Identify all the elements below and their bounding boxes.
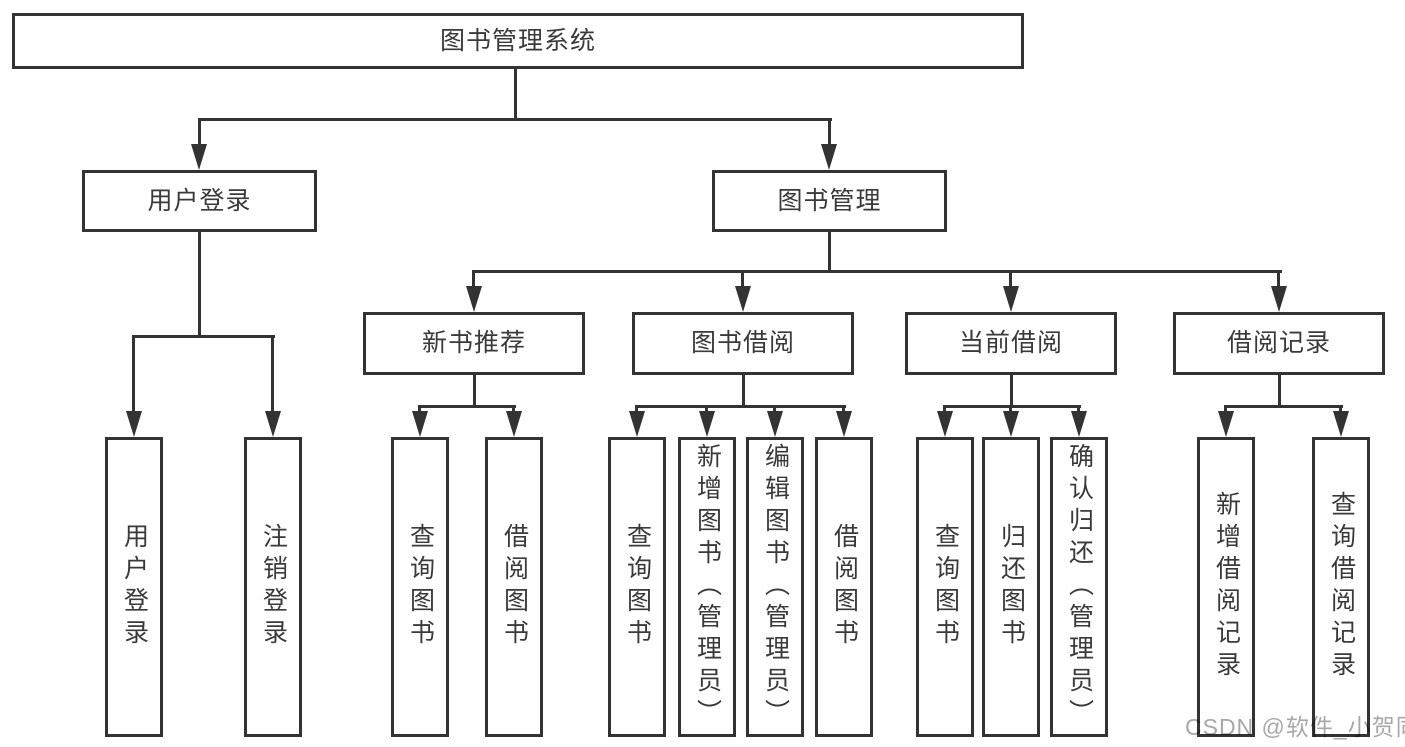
node-cb-confirm-return-admin: 确认归还（管理员） xyxy=(1050,437,1108,737)
arrowhead-down xyxy=(265,411,281,437)
node-br-add-record-label: 新增借阅记录 xyxy=(1212,491,1241,683)
node-logout: 注销登录 xyxy=(244,437,302,737)
connector-line xyxy=(514,69,517,118)
node-book-borrowing: 图书借阅 xyxy=(632,312,854,375)
node-user-login-leaf: 用户登录 xyxy=(105,437,163,737)
connector-line xyxy=(635,405,846,408)
connector-line xyxy=(473,375,476,408)
node-new-book-recommend-label: 新书推荐 xyxy=(421,329,526,357)
node-nb-borrow-books-label: 借阅图书 xyxy=(500,523,529,651)
node-book-borrowing-label: 图书借阅 xyxy=(690,329,795,357)
connector-line xyxy=(418,405,516,408)
arrowhead-down xyxy=(937,411,953,437)
node-bb-edit-books-admin-label: 编辑图书（管理员） xyxy=(761,443,790,731)
connector-line xyxy=(198,232,201,337)
node-logout-label: 注销登录 xyxy=(259,523,288,651)
connector-line xyxy=(1077,405,1080,414)
connector-line xyxy=(132,335,135,413)
arrowhead-down xyxy=(1003,411,1019,437)
connector-line xyxy=(198,118,201,146)
connector-line xyxy=(1009,270,1012,288)
node-nb-borrow-books: 借阅图书 xyxy=(485,437,543,737)
node-bb-add-books-admin-label: 新增图书（管理员） xyxy=(693,443,722,731)
connector-line xyxy=(943,405,946,414)
node-cb-query-books-label: 查询图书 xyxy=(931,523,960,651)
connector-line xyxy=(828,118,831,146)
node-bb-borrow-books: 借阅图书 xyxy=(815,437,873,737)
node-bb-add-books-admin: 新增图书（管理员） xyxy=(678,437,736,737)
arrowhead-down xyxy=(735,286,751,312)
arrowhead-down xyxy=(506,411,522,437)
node-user-login-leaf-label: 用户登录 xyxy=(120,523,149,651)
arrowhead-down xyxy=(126,411,142,437)
node-nb-query-books-label: 查询图书 xyxy=(406,523,435,651)
arrowhead-down xyxy=(1271,286,1287,312)
node-new-book-recommend: 新书推荐 xyxy=(363,312,585,375)
arrowhead-down xyxy=(1218,411,1234,437)
node-bb-edit-books-admin: 编辑图书（管理员） xyxy=(746,437,804,737)
connector-line xyxy=(1010,375,1013,408)
node-book-management-label: 图书管理 xyxy=(777,186,882,215)
arrowhead-down xyxy=(629,411,645,437)
node-br-query-record: 查询借阅记录 xyxy=(1312,437,1370,737)
arrowhead-down xyxy=(191,144,207,170)
node-br-add-record: 新增借阅记录 xyxy=(1197,437,1255,737)
arrowhead-down xyxy=(699,411,715,437)
connector-line xyxy=(132,335,275,338)
node-bb-borrow-books-label: 借阅图书 xyxy=(830,523,859,651)
arrowhead-down xyxy=(1071,411,1087,437)
node-bb-query-books-label: 查询图书 xyxy=(623,523,652,651)
connector-line xyxy=(1278,375,1281,408)
node-borrow-records-label: 借阅记录 xyxy=(1226,329,1331,357)
connector-line xyxy=(943,405,1081,408)
node-root: 图书管理系统 xyxy=(12,13,1024,69)
connector-line xyxy=(742,375,745,408)
connector-line xyxy=(1224,405,1227,414)
node-cb-query-books: 查询图书 xyxy=(916,437,974,737)
node-cb-return-books-label: 归还图书 xyxy=(997,523,1026,651)
node-borrow-records: 借阅记录 xyxy=(1173,312,1385,375)
connector-line xyxy=(842,405,845,414)
node-br-query-record-label: 查询借阅记录 xyxy=(1327,491,1356,683)
arrowhead-down xyxy=(1333,411,1349,437)
arrowhead-down xyxy=(821,144,837,170)
connector-line xyxy=(773,405,776,414)
node-cb-return-books: 归还图书 xyxy=(982,437,1040,737)
node-user-login-label: 用户登录 xyxy=(147,186,252,215)
node-nb-query-books: 查询图书 xyxy=(391,437,449,737)
connector-line xyxy=(741,270,744,288)
arrowhead-down xyxy=(1003,286,1019,312)
node-current-borrowing-label: 当前借阅 xyxy=(958,329,1063,357)
connector-line xyxy=(1277,270,1280,288)
connector-line xyxy=(418,405,421,414)
csdn-watermark: CSDN @软件_小贺同学 xyxy=(1185,714,1405,740)
arrowhead-down xyxy=(836,411,852,437)
node-book-management: 图书管理 xyxy=(712,170,947,232)
connector-line xyxy=(472,270,1282,273)
node-bb-query-books: 查询图书 xyxy=(608,437,666,737)
node-root-label: 图书管理系统 xyxy=(439,26,596,55)
connector-line xyxy=(828,232,831,273)
arrowhead-down xyxy=(466,286,482,312)
node-user-login: 用户登录 xyxy=(82,170,317,232)
arrowhead-down xyxy=(412,411,428,437)
arrowhead-down xyxy=(767,411,783,437)
node-cb-confirm-return-admin-label: 确认归还（管理员） xyxy=(1065,443,1094,731)
connector-line xyxy=(1009,405,1012,414)
connector-line xyxy=(705,405,708,414)
connector-line xyxy=(1224,405,1343,408)
connector-line xyxy=(472,270,475,288)
node-current-borrowing: 当前借阅 xyxy=(905,312,1117,375)
connector-line xyxy=(271,335,274,413)
connector-line xyxy=(198,118,832,121)
connector-line xyxy=(512,405,515,414)
connector-line xyxy=(1339,405,1342,414)
connector-line xyxy=(635,405,638,414)
